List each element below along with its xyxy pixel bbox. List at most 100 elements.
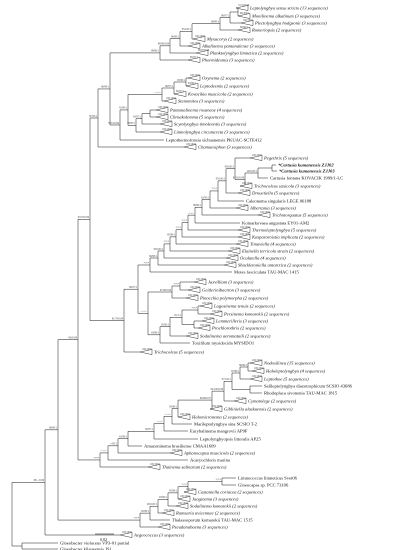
node-support-label: 91/92/0.99 bbox=[233, 176, 245, 179]
node-support-label: --/--/-- bbox=[187, 212, 194, 215]
node-support-label: */*/* bbox=[94, 457, 100, 460]
collapsed-clade-triangle bbox=[177, 414, 191, 420]
node-support-label: 96/97/1 bbox=[129, 286, 138, 289]
collapsed-clade-triangle bbox=[157, 524, 171, 530]
taxon-label: Pantanalinema rosaneae (4 sequences) bbox=[169, 108, 243, 113]
node-support-label: */*/* bbox=[192, 307, 198, 310]
node-support-label: 93/79/0.99 bbox=[78, 216, 90, 219]
collapsed-clade-triangle bbox=[183, 489, 197, 495]
node-support-label: 86/99/1 bbox=[239, 364, 248, 367]
collapsed-clade-triangle bbox=[187, 57, 201, 63]
taxon-label: Aegeococcus (3 sequences) bbox=[133, 533, 185, 538]
node-support-label: 95/1/1 bbox=[174, 314, 181, 317]
taxon-label: Alkalinema pantanalense (3 sequences) bbox=[201, 44, 275, 49]
node-support-label: */*/* bbox=[216, 478, 222, 481]
taxon-label: Scytolyngbya timoleontis (3 sequences) bbox=[174, 122, 247, 127]
clade-support-label: 100/100/1 bbox=[238, 240, 249, 243]
clade-support-label: 98/100/1 bbox=[240, 12, 250, 15]
node-support-label: 89/99/1 bbox=[211, 21, 220, 24]
node-support-label: 87/93/1 bbox=[89, 115, 98, 118]
taxon-label: Thainema salinarum (2 sequences) bbox=[162, 465, 227, 470]
taxon-label: Gloeobacter kilaueensis JS1 bbox=[60, 547, 112, 550]
collapsed-clade-triangle bbox=[235, 205, 249, 211]
taxon-label: Leptothermofonsia sichuanensis PKUAC-SCT… bbox=[166, 138, 262, 143]
taxon-label: Caleonema singularis LEGE 06188 bbox=[246, 199, 312, 204]
taxon-label: Jaxvilliam (3 sequences) bbox=[208, 280, 254, 285]
taxon-label: Marileptolyngbya sina SCSIO T-2 bbox=[194, 422, 258, 427]
clade-support-label: 100/100/1 bbox=[200, 324, 211, 327]
clade-support-label: 100/100/1 bbox=[186, 488, 197, 491]
collapsed-clade-triangle bbox=[139, 349, 153, 355]
clade-support-label: 100/100/1 bbox=[162, 120, 173, 123]
node-support-label: 79/81/0.99 bbox=[108, 122, 120, 125]
collapsed-clade-triangle bbox=[199, 303, 213, 309]
collapsed-clade-triangle bbox=[233, 398, 247, 404]
node-support-label: 78/95/1 bbox=[127, 122, 136, 125]
taxon-label: Oxynema (2 sequences) bbox=[202, 76, 246, 81]
scale-bar-label: 0.02 bbox=[100, 537, 107, 542]
node-support-label: 93/88/1 bbox=[151, 332, 160, 335]
taxon-label: Thalassoporum komarekii TAU-MAC 1515 bbox=[172, 518, 253, 523]
clade-support-label: 100/100/1 bbox=[190, 74, 201, 77]
clade-support-label: 100/100/1 bbox=[172, 449, 183, 452]
collapsed-clade-triangle bbox=[249, 360, 263, 366]
taxon-label: Cymatolege (2 sequences) bbox=[248, 399, 297, 404]
collapsed-clade-triangle bbox=[201, 318, 215, 324]
collapsed-clade-triangle bbox=[249, 155, 263, 161]
taxon-label: Lemmerilleris (3 sequences) bbox=[215, 319, 269, 324]
node-support-label: */*/* bbox=[182, 219, 188, 222]
clade-support-label: 100/100/1 bbox=[122, 531, 133, 534]
collapsed-clade-triangle bbox=[239, 183, 253, 189]
node-support-label: <90/0.99 bbox=[68, 336, 78, 339]
collapsed-clade-triangle bbox=[237, 13, 251, 19]
clade-support-label: 100/100/1 bbox=[243, 19, 254, 22]
collapsed-clade-triangle bbox=[187, 75, 201, 81]
clade-support-label: 100/100/1 bbox=[238, 204, 249, 207]
taxon-label: Nodosilinea (15 sequences) bbox=[263, 361, 315, 366]
clade-support-label: 100/100/1 bbox=[240, 189, 251, 192]
node-support-label: 93/99/1 bbox=[177, 79, 186, 82]
taxon-label: Monilinema alkalinum (3 sequences) bbox=[251, 14, 320, 19]
node-support-label: 97/98/0.99 bbox=[160, 289, 172, 292]
scale-bar: 0.02 bbox=[95, 533, 114, 542]
clade-support-label: 100/100/1 bbox=[150, 463, 161, 466]
taxon-label: Acaryochloris marina bbox=[190, 458, 230, 463]
node-support-label: 93/98/1 bbox=[169, 405, 178, 408]
taxon-label: Romeriopsis (2 sequences) bbox=[251, 28, 302, 33]
clade-support-label: 100/100/1 bbox=[190, 42, 201, 45]
clade-support-label: 99/97/1 bbox=[176, 90, 185, 93]
node-support-label: --/--/-- bbox=[140, 310, 147, 313]
taxon-label: Aphanocapsa muscicola (2 sequences) bbox=[183, 451, 256, 456]
collapsed-clade-triangle bbox=[193, 279, 207, 285]
clade-support-label: 100/100/1 bbox=[188, 294, 199, 297]
clade-support-label: 100/100/1 bbox=[158, 106, 169, 109]
taxon-label: Toxifilum mysidocida MYSIDO1 bbox=[192, 341, 255, 346]
taxon-label: Oculatella (4 sequences) bbox=[240, 256, 286, 261]
taxon-label: Albertania (3 sequences) bbox=[249, 206, 296, 211]
node-support-label: */*/* bbox=[144, 262, 150, 265]
clade-support-label: 100/100/1 bbox=[202, 302, 213, 305]
taxon-label: Drouetiella (5 sequences) bbox=[251, 191, 300, 196]
taxon-label: Jaaginema (3 sequences) bbox=[192, 497, 239, 502]
clade-support-label: 100/100/1 bbox=[160, 523, 171, 526]
collapsed-clade-triangle bbox=[163, 98, 177, 104]
taxon-label: Gibliniella alaskaensis (2 sequences) bbox=[224, 407, 293, 412]
node-support-label: 100/100/1 bbox=[246, 170, 257, 173]
node-support-label: 85/100/1 bbox=[216, 178, 226, 181]
taxon-label: Rhodoplaca sivonenia TAU-MAC 1815 bbox=[264, 391, 338, 396]
taxon-label: Limnolyngbya circumcreta (3 sequences) bbox=[173, 130, 250, 135]
node-support-label: 94/100/0.98 bbox=[211, 388, 224, 391]
collapsed-clade-triangle bbox=[177, 496, 191, 502]
clade-support-label: 100/100/1 bbox=[226, 261, 237, 264]
collapsed-clade-triangle bbox=[175, 503, 189, 509]
node-support-label: 95/99/1 bbox=[169, 490, 178, 493]
clade-support-label: 100/100/1 bbox=[164, 509, 175, 512]
taxon-label: Salileptolyngbya diazotrophicum SCSIO 43… bbox=[264, 384, 353, 389]
clade-support-label: 100/100/1 bbox=[212, 310, 223, 313]
clade-support-label: 100/100/1 bbox=[252, 154, 263, 157]
clade-support-label: 100/100/1 bbox=[195, 35, 206, 38]
node-support-label: 98/100/1 bbox=[225, 166, 235, 169]
clade-support-label: 100/100/1 bbox=[252, 375, 263, 378]
taxon-label: Stenomitos (3 sequences) bbox=[178, 99, 225, 104]
taxon-label: Shackletoniella antarctica (2 sequences) bbox=[238, 263, 313, 268]
